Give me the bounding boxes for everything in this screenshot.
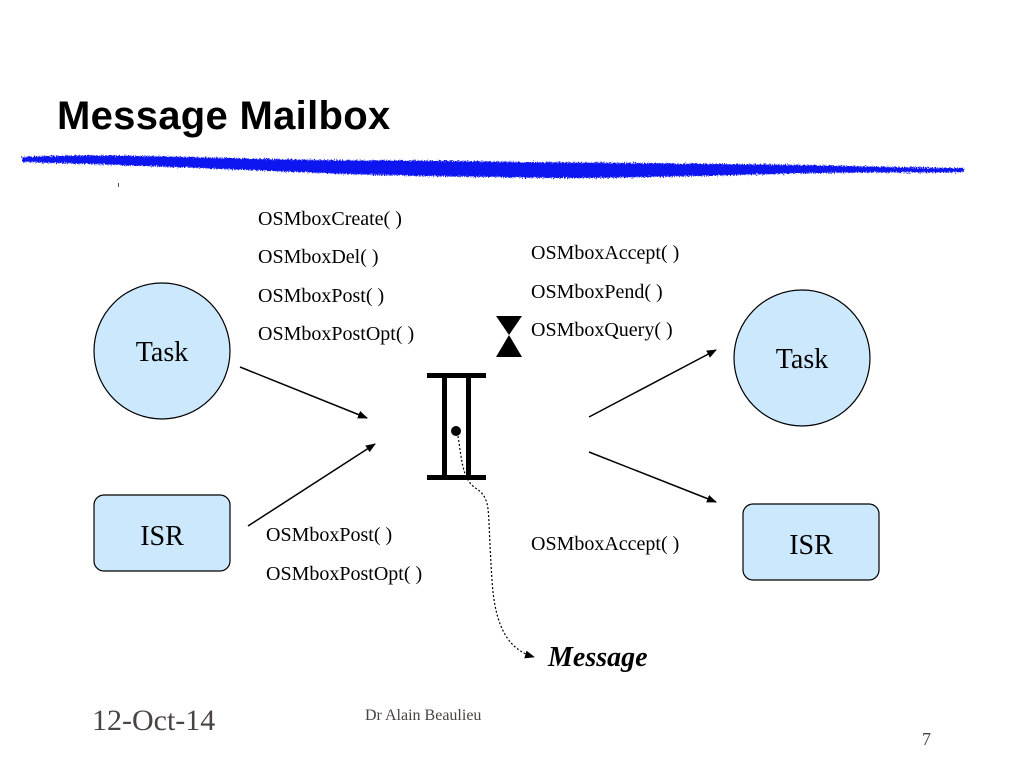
left-task-label: Task — [136, 337, 188, 368]
fn-task-post-3: OSMboxPostOpt( ) — [258, 323, 415, 345]
message-dotted-connector — [457, 435, 535, 659]
fn-task-receive-0: OSMboxAccept( ) — [531, 242, 680, 264]
arrow-isr-to-mailbox — [247, 443, 376, 527]
right-isr-label: ISR — [789, 530, 833, 561]
fn-task-post-2: OSMboxPost( ) — [258, 285, 385, 307]
fn-task-receive-1: OSMboxPend( ) — [531, 281, 663, 303]
fn-task-post-1: OSMboxDel( ) — [258, 246, 379, 268]
message-label: Message — [548, 642, 648, 673]
brush-stroke — [22, 155, 964, 178]
footer-page-number: 7 — [922, 729, 931, 749]
arrow-mailbox-to-task — [588, 349, 717, 418]
left-isr-label: ISR — [140, 521, 184, 552]
right-isr-node: ISR — [742, 503, 880, 581]
footer-date: 12-Oct-14 — [92, 704, 216, 737]
slide-title: Message Mailbox — [57, 94, 391, 138]
message-dot — [451, 426, 461, 436]
fn-task-receive-2: OSMboxQuery( ) — [531, 319, 673, 341]
left-isr-node: ISR — [93, 494, 231, 572]
right-task-node: Task — [733, 289, 871, 427]
small-tick-mark — [118, 183, 119, 187]
arrow-mailbox-to-isr — [588, 451, 717, 503]
left-task-node: Task — [93, 282, 231, 420]
footer-author: Dr Alain Beaulieu — [365, 707, 482, 724]
arrow-task-to-mailbox — [239, 366, 368, 419]
fn-isr-post-1: OSMboxPostOpt( ) — [266, 563, 423, 585]
hourglass-icon — [496, 316, 522, 357]
fn-task-post-0: OSMboxCreate( ) — [258, 208, 402, 230]
fn-isr-receive-0: OSMboxAccept( ) — [531, 533, 680, 555]
title-underline-brush — [22, 155, 964, 187]
fn-isr-post-0: OSMboxPost( ) — [266, 524, 393, 546]
mailbox-icon — [427, 373, 486, 480]
right-task-label: Task — [776, 344, 828, 375]
